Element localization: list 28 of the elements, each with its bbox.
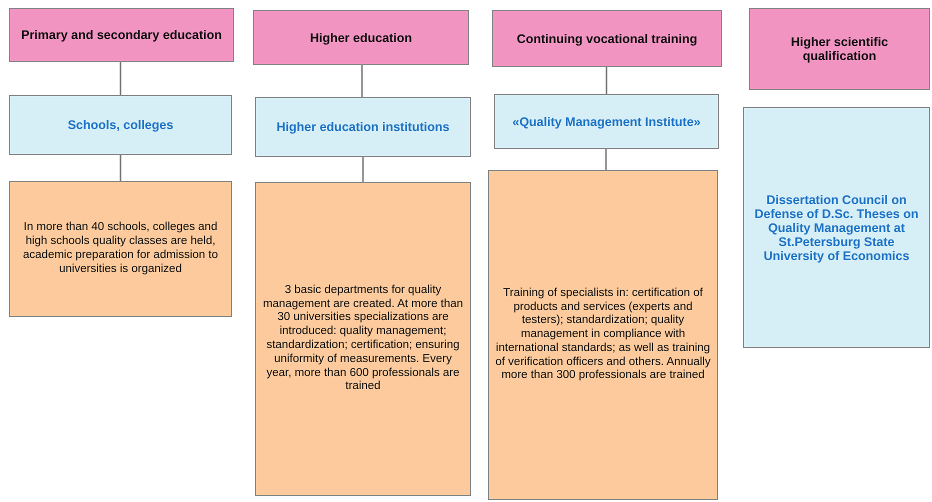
box-text: «Quality Management Institute»: [512, 114, 701, 128]
institution-box: [9, 95, 232, 155]
institution-box: [494, 94, 719, 149]
box-text: Primary and secondary education: [21, 28, 222, 42]
connector-line: [120, 155, 122, 181]
connector-line: [605, 149, 607, 170]
box-text: Higher scientific qualification: [790, 35, 890, 63]
connector-line: [361, 65, 363, 97]
box-text: Continuing vocational training: [516, 32, 698, 46]
description-box: [488, 170, 718, 500]
connector-line: [362, 157, 364, 182]
box-text: Higher education: [310, 30, 412, 44]
box-text: Dissertation Council on Defense of D.Sc. Theses on Quality Management at St.Petersburg State University of Economics: [754, 192, 920, 262]
category-box: [253, 10, 469, 65]
description-box: [255, 182, 471, 496]
institution-box: [743, 107, 930, 348]
connector-line: [606, 67, 608, 94]
category-box: [492, 10, 722, 67]
box-text: Higher education institutions: [276, 120, 450, 134]
box-text: Training of specialists in: certification of products and services (experts and testers); standardization; quality management in compliance with international standards; as well as training of verification officers and others. Annually more than 300 professionals are trained: [495, 286, 711, 384]
institution-box: [255, 97, 471, 157]
box-text: In more than 40 schools, colleges and high schools quality classes are held, academic preparation for admission to universities is organized: [22, 221, 219, 277]
box-text: 3 basic departments for quality management are created. At more than 30 universities specializations are introduced: quality management; standardization; certification; ensuring uniformity of measurements. Every year, more than 600 professionals are trained: [262, 284, 464, 394]
connector-line: [120, 62, 122, 95]
box-text: Schools, colleges: [68, 118, 174, 132]
category-box: [749, 8, 930, 90]
category-box: [9, 8, 234, 62]
description-box: [9, 181, 232, 317]
